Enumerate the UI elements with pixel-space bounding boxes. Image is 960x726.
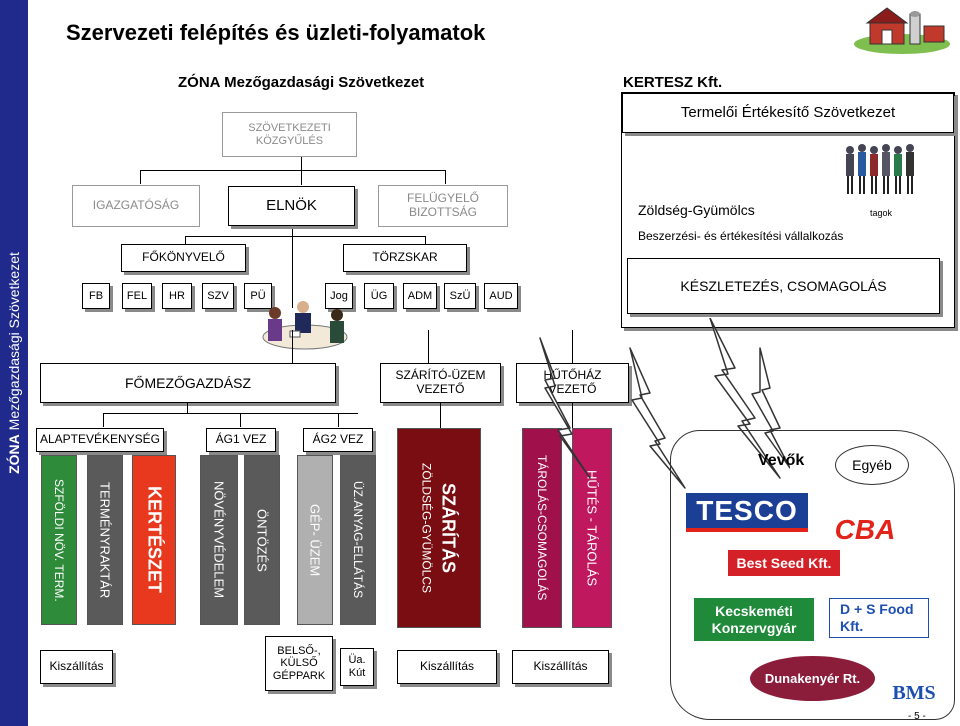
kiszallitas-box-3: Kiszállítás [512,650,609,684]
szu-box: SzÜ [444,283,476,309]
pu-box: PÜ [244,283,272,309]
lightning-bolts-icon [539,318,790,489]
fokonyvelo-box: FŐKÖNYVELŐ [121,244,246,272]
page-title: Szervezeti felépítés és üzleti-folyamato… [66,20,486,45]
jog-box: Jog [325,283,353,309]
termenyraktar-column: TERMÉNYRAKTÁR [87,455,123,625]
kecskemeti-logo: Kecskeméti Konzervgyár [694,598,814,641]
szfoldi-column: SZFÖLDI NÖV. TERM. [41,455,77,625]
tagok-label: tagok [870,208,893,218]
ontozes-column: ÖNTÖZÉS [244,455,280,625]
kiszallitas-box-2: Kiszállítás [397,650,497,684]
alaptevekenyseg-box: ALAPTEVÉKENYSÉG [36,428,164,452]
fomezogazdasz-box: FŐMEZŐGAZDÁSZ [40,363,336,403]
tesco-logo: TESCO [686,493,808,528]
hutes-column: HŰTÉS - TÁROLÁS [572,428,612,628]
felugyelo-box: FELÜGYELŐ BIZOTTSÁG [378,185,508,227]
customers-cloud [670,430,955,720]
hr-box: HR [162,283,192,309]
adm-box: ADM [403,283,437,309]
bms-logo: BMS [892,681,936,704]
ag2-vez-box: ÁG2 VEZ [303,428,373,452]
dunakenyer-logo: Dunakenyér Rt. [750,656,875,701]
fb-box: FB [82,283,110,309]
szarito-vezeto-box: SZÁRÍTÓ-ÜZEM VEZETŐ [380,363,501,403]
hutohaz-vezeto-box: HŰTŐHÁZ VEZETŐ [516,363,629,403]
torzskar-box: TÖRZSKAR [343,244,467,272]
left-header: ZÓNA Mezőgazdasági Szövetkezet [178,74,425,91]
ag1-vez-box: ÁG1 VEZ [206,428,276,452]
ug-box: ÜG [364,283,394,309]
keszletezes-box: KÉSZLETEZÉS, CSOMAGOLÁS [627,258,940,314]
igazgatosag-box: IGAZGATÓSÁG [72,185,200,227]
uzanyag-column: ÜZ.ANYAG-ELLÁTÁS [340,455,376,625]
szv-box: SZV [202,283,234,309]
meeting-illustration-icon [262,301,348,350]
tarolas-column: TÁROLÁS-CSOMAGOLÁS [522,428,562,628]
kozgyules-box: SZÖVETKEZETI KÖZGYŰLÉS [222,112,357,157]
geppark-box: BELSŐ-, KÜLSŐ GÉPPARK [265,636,333,691]
tesco-logo-stripe [686,528,808,532]
kerteszet-column: KERTÉSZET [132,455,176,625]
zoldseg-gyumolcs-label: Zöldség-Gyümölcs [638,202,755,218]
ua-kut-box: Üa. Kút [340,648,374,686]
barn-icon [854,7,950,54]
kiszallitas-box-1: Kiszállítás [40,650,113,684]
page-number: - 5 - [908,711,926,722]
fel-box: FEL [122,283,152,309]
gep-uzem-column: GÉP- ÜZEM [297,455,333,625]
szaritas-column: ZÖLDSÉG-GYÜMÖLCS SZÁRÍTÁS [397,428,481,628]
termeloi-box: Termelői Értékesítő Szövetkezet [622,93,954,133]
bestseed-logo: Best Seed Kft. [728,550,840,576]
sidebar: ZÓNA Mezőgazdasági Szövetkezet [0,0,28,726]
aud-box: AUD [484,283,518,309]
vevok-label: Vevők [758,452,805,469]
people-group-icon [846,144,914,194]
egyeb-bubble: Egyéb [835,445,909,485]
cba-logo: CBA [834,514,896,545]
novenyvedelem-column: NÖVÉNYVÉDELEM [200,455,238,625]
beszerzesi-label: Beszerzési- és értékesítési vállalkozás [638,229,844,243]
ds-food-logo: D + S Food Kft. [829,598,929,638]
sidebar-text: ZÓNA Mezőgazdasági Szövetkezet [6,252,22,474]
right-header: KERTESZ Kft. [623,74,723,91]
elnok-box: ELNÖK [228,186,355,226]
